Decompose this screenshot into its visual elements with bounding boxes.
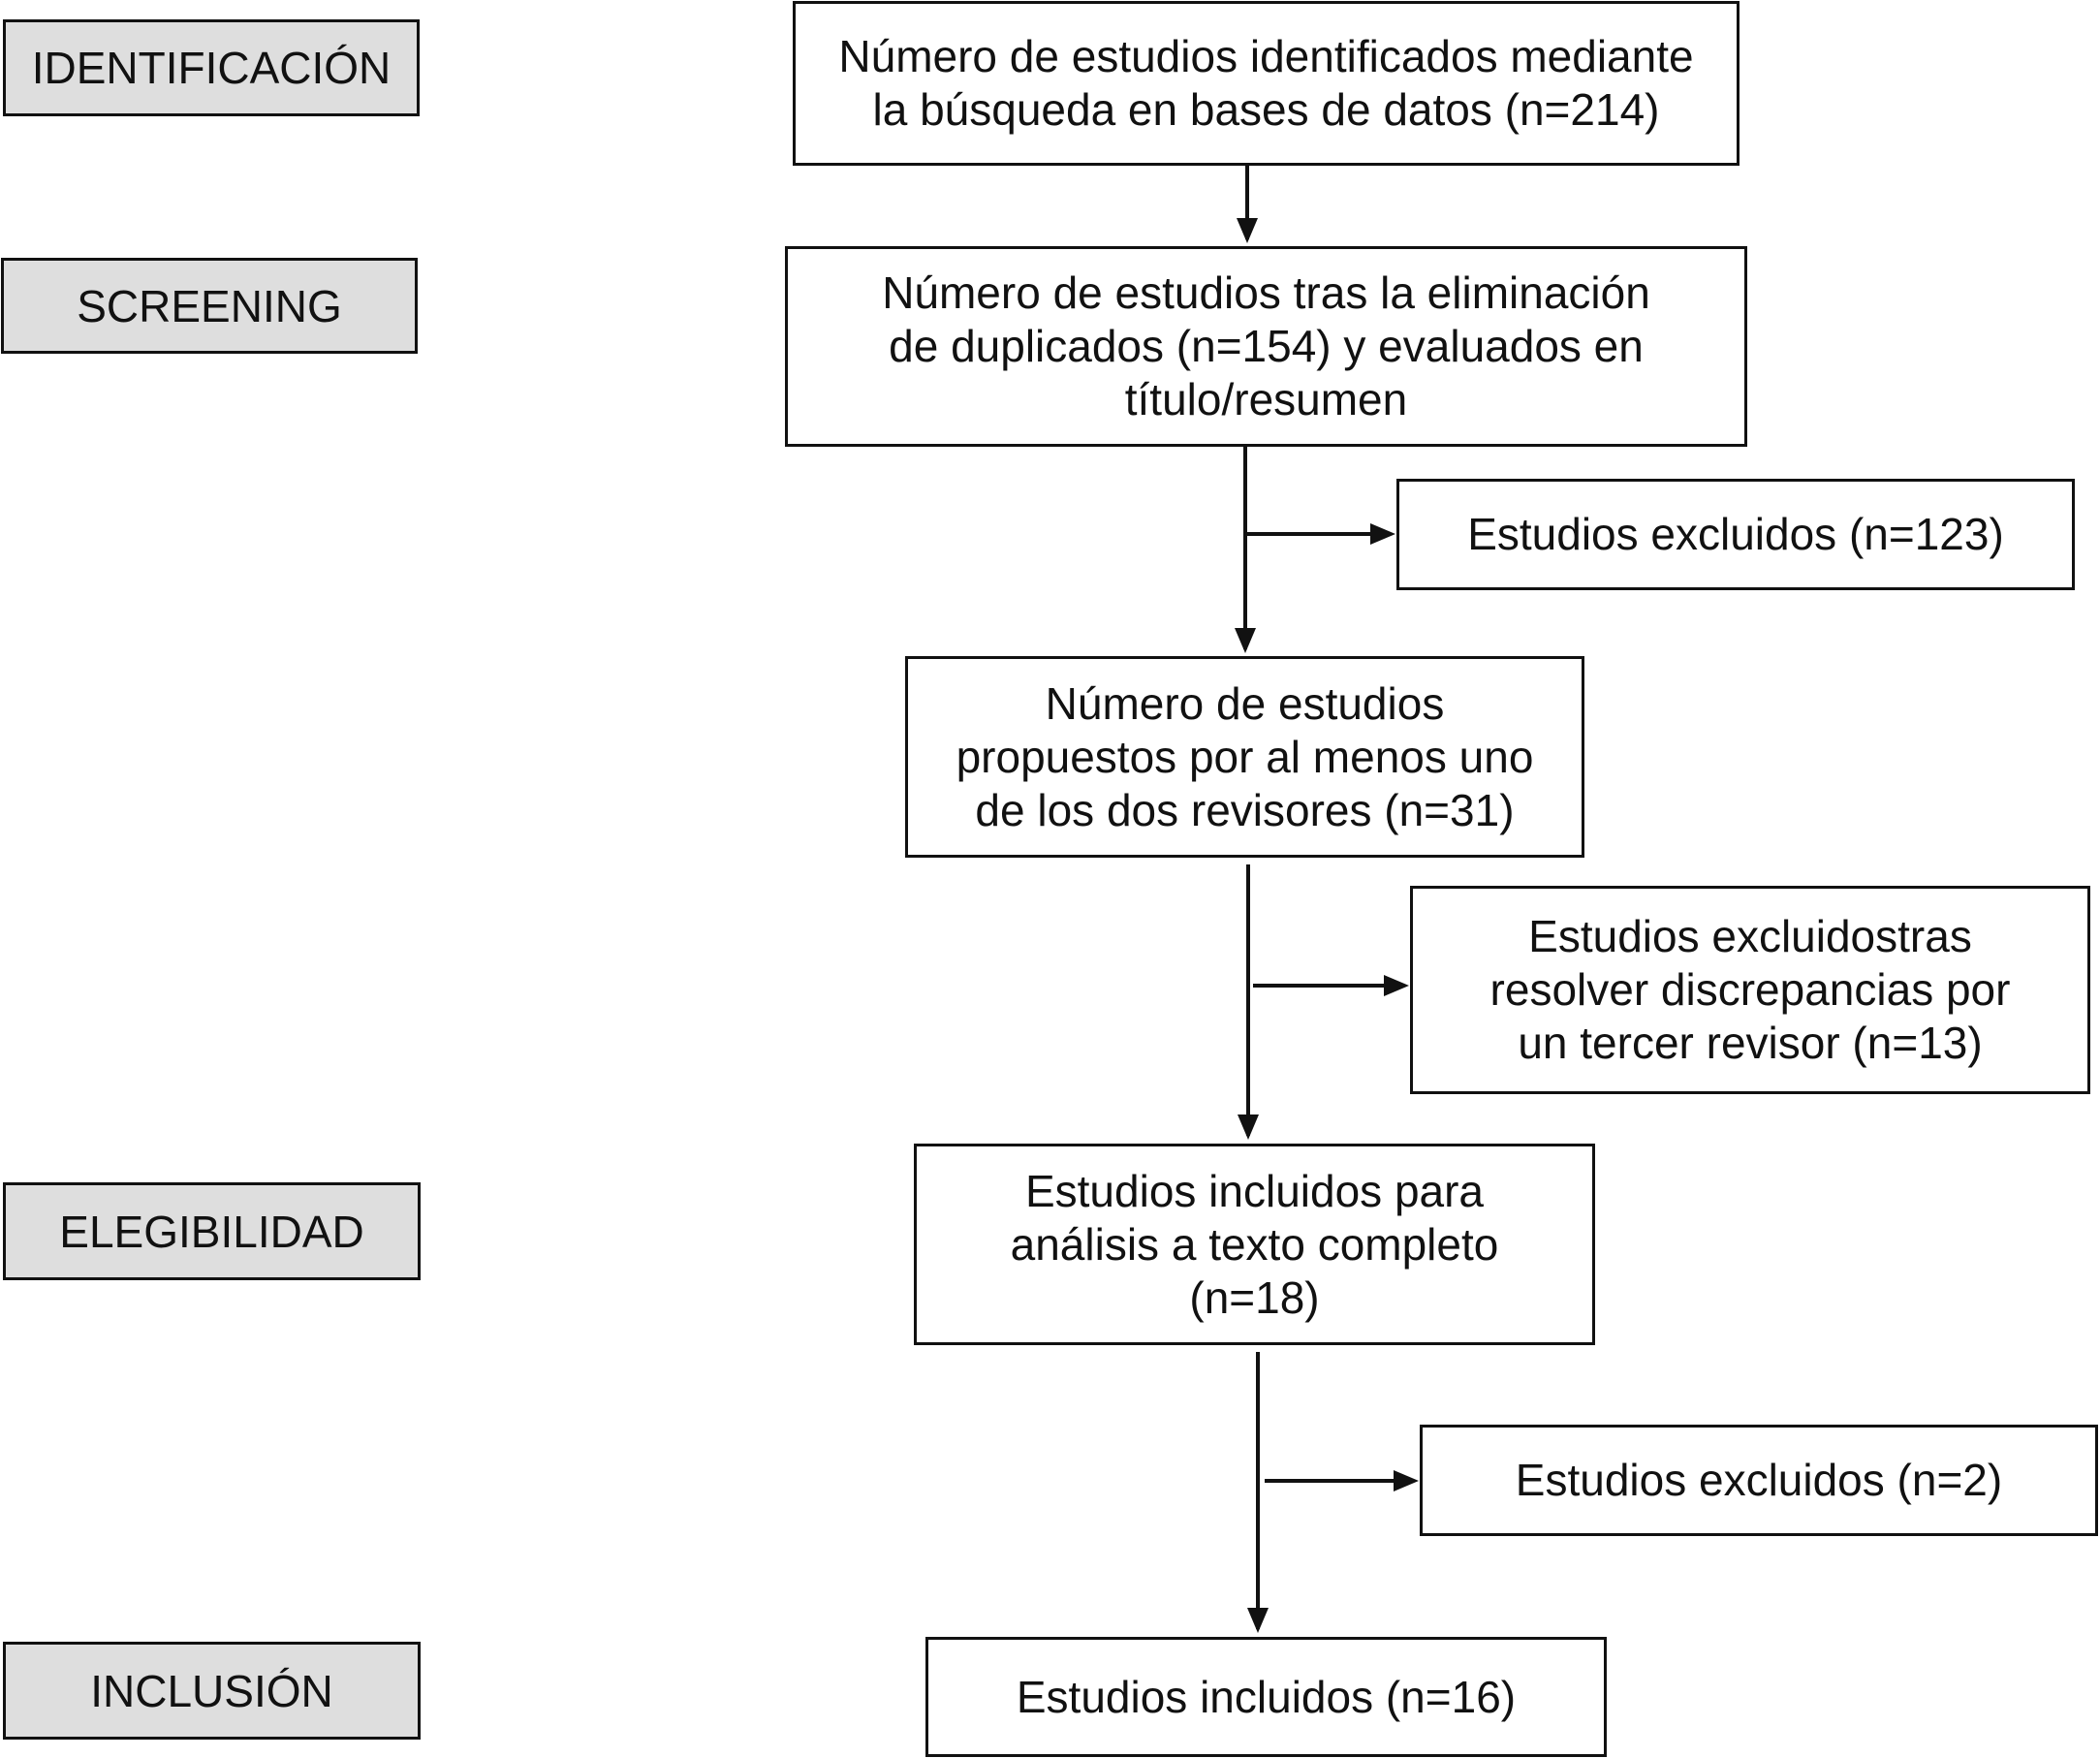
box-identified-studies-text: Número de estudios identificados mediant… (838, 31, 1694, 135)
box-proposed-studies-text: Número de estudios propuestos por al men… (956, 677, 1534, 835)
box-excluded-discrepancies-text: Estudios excluidostras resolver discrepa… (1489, 911, 2011, 1068)
box-included-studies-text: Estudios incluidos (n=16) (1016, 1671, 1517, 1722)
box-excluded-screening: Estudios excluidos (n=123) (1396, 479, 2075, 590)
arrowhead-4 (1238, 1114, 1259, 1140)
box-excluded-screening-text: Estudios excluidos (n=123) (1467, 509, 2004, 559)
box-excluded-full-text-text: Estudios excluidos (n=2) (1515, 1455, 2003, 1505)
stage-label-screening: SCREENING (1, 258, 418, 354)
arrowhead-7 (1394, 1470, 1419, 1491)
stage-label-inclusion: INCLUSIÓN (3, 1642, 421, 1740)
box-deduplicated-studies-text: Número de estudios tras la eliminación d… (882, 267, 1650, 424)
stage-label-elegibilidad-text: ELEGIBILIDAD (59, 1206, 364, 1257)
box-identified-studies: Número de estudios identificados mediant… (793, 1, 1740, 166)
arrowhead-3 (1370, 523, 1395, 545)
arrowhead-2 (1235, 628, 1256, 653)
arrowhead-1 (1237, 218, 1258, 243)
stage-label-screening-text: SCREENING (77, 280, 342, 331)
stage-label-inclusion-text: INCLUSIÓN (90, 1665, 333, 1716)
box-proposed-studies: Número de estudios propuestos por al men… (905, 656, 1584, 858)
box-full-text-analysis-text: Estudios incluidos para análisis a texto… (1010, 1165, 1499, 1323)
arrowhead-5 (1384, 975, 1409, 996)
box-deduplicated-studies: Número de estudios tras la eliminación d… (785, 246, 1747, 447)
stage-label-elegibilidad: ELEGIBILIDAD (3, 1182, 421, 1280)
box-full-text-analysis: Estudios incluidos para análisis a texto… (914, 1144, 1595, 1345)
stage-label-identificacion-text: IDENTIFICACIÓN (31, 43, 392, 93)
box-excluded-full-text: Estudios excluidos (n=2) (1420, 1425, 2098, 1536)
stage-label-identificacion: IDENTIFICACIÓN (3, 19, 420, 116)
arrowhead-6 (1247, 1608, 1269, 1633)
box-included-studies: Estudios incluidos (n=16) (925, 1637, 1607, 1757)
box-excluded-discrepancies: Estudios excluidostras resolver discrepa… (1410, 886, 2090, 1094)
